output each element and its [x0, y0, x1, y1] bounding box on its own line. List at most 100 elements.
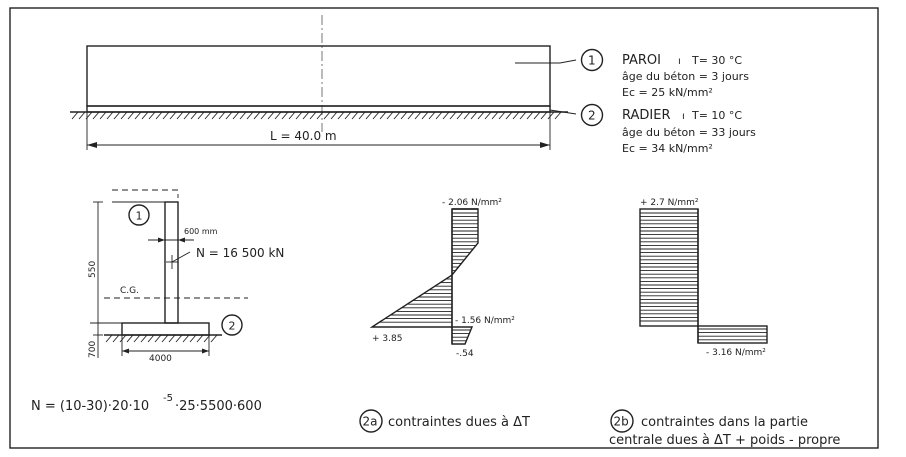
hatch-tick: [78, 111, 86, 120]
cg-label: C.G.: [120, 286, 139, 296]
hatch-tick: [210, 334, 218, 343]
hatch-tick: [211, 111, 219, 120]
hatch-tick: [540, 111, 548, 120]
hatch-tick: [316, 111, 324, 120]
hatch-tick: [442, 111, 450, 120]
wall-age: âge du béton = 3 jours: [622, 70, 749, 83]
section-wall: [164, 201, 179, 324]
stress-diagram-2a: - 2.06 N/mm² - 1.56 N/mm² + 3.85 -.54: [369, 198, 515, 359]
hatch-tick: [218, 111, 226, 120]
2a-bottom-label: -.54: [456, 349, 474, 359]
hatch-tick: [365, 111, 373, 120]
section-slab-marker-circle: [221, 314, 243, 336]
hatch-tick: [358, 111, 366, 120]
slab-width-arrow-left: [122, 348, 129, 354]
2b-lower-hatch: [698, 328, 767, 341]
formula-main: N = (10-30)·20·10: [31, 399, 149, 414]
hatch-tick: [260, 111, 268, 120]
hatch-tick: [204, 111, 212, 120]
hatch-tick: [168, 334, 176, 343]
hatch-tick: [533, 111, 541, 120]
hatch-tick: [162, 111, 170, 120]
hatch-tick: [175, 334, 183, 343]
hatch-tick: [505, 111, 513, 120]
hatch-tick: [182, 334, 190, 343]
section-slab: [121, 322, 210, 336]
hatch-tick: [183, 111, 191, 120]
2a-mid-label: - 1.56 N/mm²: [455, 316, 515, 326]
hatch-tick: [197, 111, 205, 120]
hatch-tick: [470, 111, 478, 120]
slab-title: RADIER: [622, 108, 671, 123]
hatch-tick: [344, 111, 352, 120]
formula-tail: ·25·5500·600: [175, 399, 262, 414]
2a-top-label: - 2.06 N/mm²: [442, 198, 502, 208]
hatch-tick: [161, 334, 169, 343]
hatch-tick: [547, 111, 555, 120]
2a-marker-circle: [359, 409, 383, 433]
hatch-tick: [407, 111, 415, 120]
wall-title: PAROI: [622, 53, 661, 68]
hatch-tick: [147, 334, 155, 343]
force-leader: [171, 251, 191, 263]
wall-temperature: T= 30 °C: [691, 54, 742, 67]
hatch-tick: [526, 111, 534, 120]
caption-2a: 2a contraintes dues à ΔT: [359, 409, 530, 433]
wall-separator: ı: [678, 56, 681, 67]
formula-exponent: -5: [163, 393, 173, 404]
hatch-tick: [337, 111, 345, 120]
slab-elevation: [86, 105, 551, 113]
slab-separator: ı: [682, 111, 685, 122]
2b-caption-line2: centrale dues à ΔT + poids - propre: [609, 433, 840, 448]
hatch-tick: [379, 111, 387, 120]
slab-width-arrow-right: [202, 348, 209, 354]
hatch-tick: [330, 111, 338, 120]
hatch-tick: [519, 111, 527, 120]
wall-marker-circle: [580, 48, 604, 72]
hatch-tick: [477, 111, 485, 120]
leader-wall: [515, 59, 577, 64]
hatch-tick: [323, 111, 331, 120]
hatch-tick: [113, 111, 121, 120]
slab-age: âge du béton = 33 jours: [622, 126, 756, 139]
hatch-tick: [140, 334, 148, 343]
hatch-tick: [189, 334, 197, 343]
2a-upper-hatch: [452, 212, 478, 272]
thickness-arrow-left: [158, 237, 165, 243]
hatch-tick: [105, 334, 113, 343]
wall-marker-number: 1: [588, 54, 596, 68]
hatch-tick: [463, 111, 471, 120]
hatch-tick: [225, 111, 233, 120]
diagram-frame: [9, 7, 879, 449]
hatch-tick: [288, 111, 296, 120]
hatch-tick: [246, 111, 254, 120]
callout-slab: 2 RADIER ı T= 10 °C âge du béton = 33 jo…: [580, 103, 756, 155]
hatch-tick: [120, 111, 128, 120]
hatch-tick: [309, 111, 317, 120]
caption-2b: 2b contraintes dans la partie centrale d…: [609, 409, 840, 448]
section-slab-marker-number: 2: [229, 320, 236, 333]
hatch-tick: [71, 111, 79, 120]
slab-marker-number: 2: [588, 109, 596, 123]
hatch-tick: [421, 111, 429, 120]
2b-marker-circle: [610, 409, 634, 433]
hatch-tick: [169, 111, 177, 120]
2a-slab-hatch: [452, 329, 471, 342]
hatch-tick: [239, 111, 247, 120]
hatch-tick: [154, 334, 162, 343]
hatch-tick: [133, 334, 141, 343]
section-wall-marker-number: 1: [136, 210, 143, 223]
hatch-tick: [126, 334, 134, 343]
hatch-tick: [302, 111, 310, 120]
hatch-tick: [196, 334, 204, 343]
hatch-tick: [232, 111, 240, 120]
hatch-tick: [155, 111, 163, 120]
leader-slab: [549, 109, 577, 115]
slab-modulus: Ec = 34 kN/mm²: [622, 142, 713, 155]
cross-section: 1 2 600 mm N = 16 500 kN C.G. 550 700 40…: [88, 189, 284, 364]
hatch-tick: [393, 111, 401, 120]
hatch-tick: [456, 111, 464, 120]
2a-caption: contraintes dues à ΔT: [388, 415, 530, 430]
force-formula: N = (10-30)·20·10 -5 ·25·5500·600: [31, 393, 262, 414]
thickness-arrow-right: [178, 237, 185, 243]
